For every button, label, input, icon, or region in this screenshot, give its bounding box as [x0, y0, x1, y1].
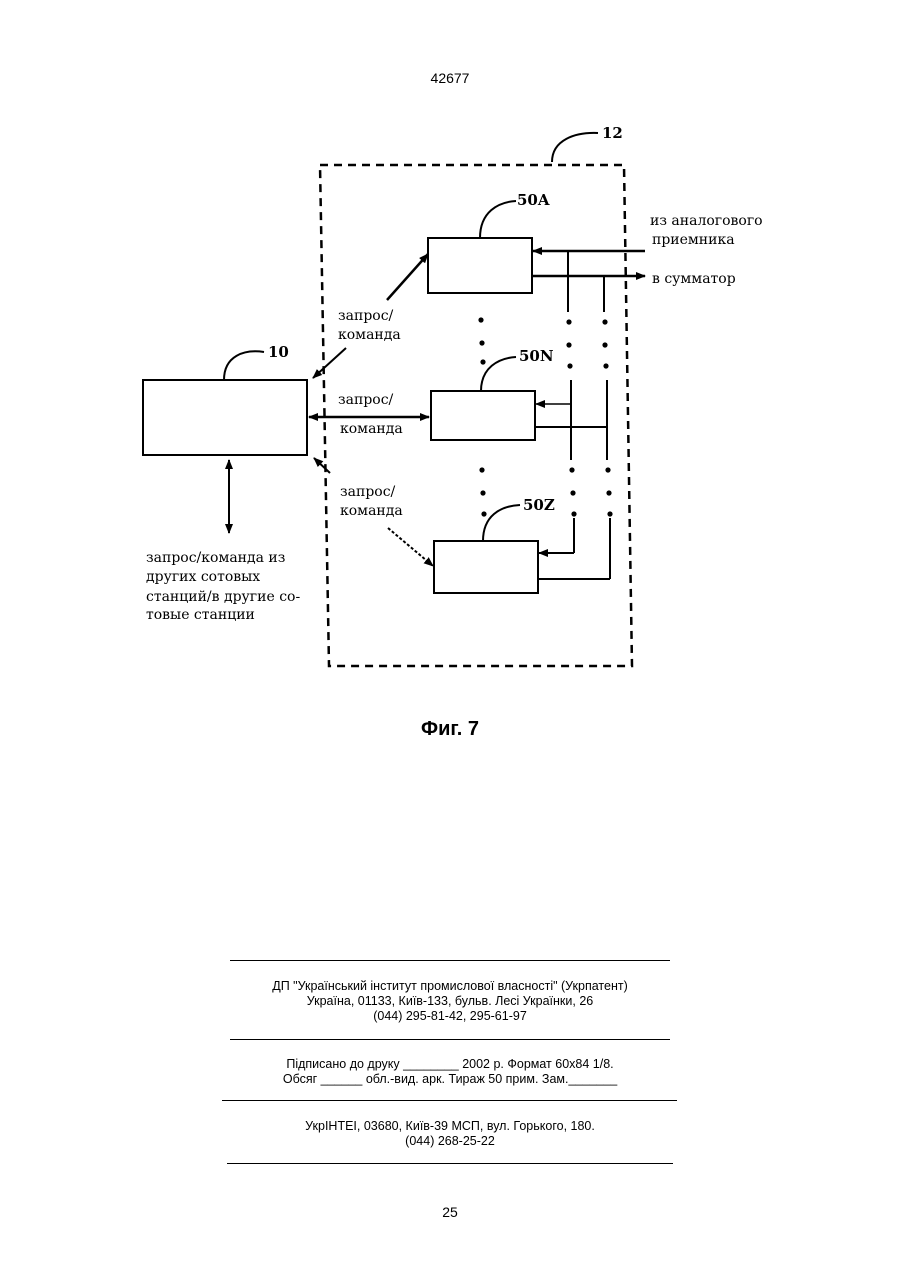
label-request-z-2: команда	[340, 503, 403, 519]
ref-50z-label: 50Z	[523, 496, 555, 514]
label-others-4: товые станции	[146, 607, 255, 623]
block-50n	[431, 391, 535, 440]
block-50z	[434, 541, 538, 593]
label-from-analog-2: приемника	[652, 232, 735, 248]
label-request-n-1: запрос/	[338, 392, 394, 408]
ref-50n-label: 50N	[519, 347, 554, 365]
block-diagram: 12 10 50A 50N 50Z	[0, 0, 900, 700]
footer-publisher-address: Україна, 01133, Київ-133, бульв. Лесі Ук…	[0, 994, 900, 1009]
block-50a	[428, 238, 532, 293]
footer-print-line-1: Підписано до друку ________ 2002 р. Форм…	[0, 1057, 900, 1072]
label-to-summator: в сумматор	[652, 271, 736, 287]
ref-50n-leader	[481, 357, 516, 391]
request-link-50z-tail	[314, 458, 330, 473]
footer-divider-2	[230, 1039, 670, 1040]
footer-block-print: Підписано до друку ________ 2002 р. Форм…	[0, 1057, 900, 1087]
block-continuation-dots	[478, 317, 486, 516]
ref-10-leader	[224, 351, 264, 380]
label-request-z-1: запрос/	[340, 484, 396, 500]
bus-continuation-dots	[566, 319, 612, 516]
footer-divider-1	[230, 960, 670, 961]
ref-10-label: 10	[268, 343, 289, 361]
ref-50a-leader	[480, 201, 516, 238]
footer-printer-phone: (044) 268-25-22	[0, 1134, 900, 1149]
footer-divider-3	[222, 1100, 677, 1101]
footer-divider-4	[227, 1163, 673, 1164]
label-request-a-1: запрос/	[338, 308, 394, 324]
footer-publisher-name: ДП "Український інститут промислової вла…	[0, 979, 900, 994]
request-link-50z	[388, 528, 433, 566]
label-others-3: станций/в другие со-	[146, 589, 300, 605]
label-request-n-2: команда	[340, 421, 403, 437]
footer-block-publisher: ДП "Український інститут промислової вла…	[0, 979, 900, 1024]
figure-caption: Фиг. 7	[0, 718, 900, 741]
label-from-analog-1: из аналогового	[650, 213, 763, 229]
ref-50z-leader	[483, 505, 520, 541]
request-link-50a	[387, 254, 428, 300]
cell-station-boundary	[320, 165, 632, 666]
request-link-50a-tail	[313, 348, 346, 378]
label-others-1: запрос/команда из	[146, 550, 285, 566]
ref-12-leader	[552, 133, 598, 162]
controller-block-10	[143, 380, 307, 455]
footer-printer-address: УкрІНТЕІ, 03680, Київ-39 МСП, вул. Горьк…	[0, 1119, 900, 1134]
ref-12-label: 12	[602, 124, 623, 142]
ref-50a-label: 50A	[517, 191, 550, 209]
footer-print-line-2: Обсяг ______ обл.-вид. арк. Тираж 50 при…	[0, 1072, 900, 1087]
page-number-bottom: 25	[0, 1204, 900, 1220]
footer-block-printer: УкрІНТЕІ, 03680, Київ-39 МСП, вул. Горьк…	[0, 1119, 900, 1149]
footer-publisher-phone: (044) 295-81-42, 295-61-97	[0, 1009, 900, 1024]
label-others-2: других сотовых	[146, 569, 260, 585]
label-request-a-2: команда	[338, 327, 401, 343]
